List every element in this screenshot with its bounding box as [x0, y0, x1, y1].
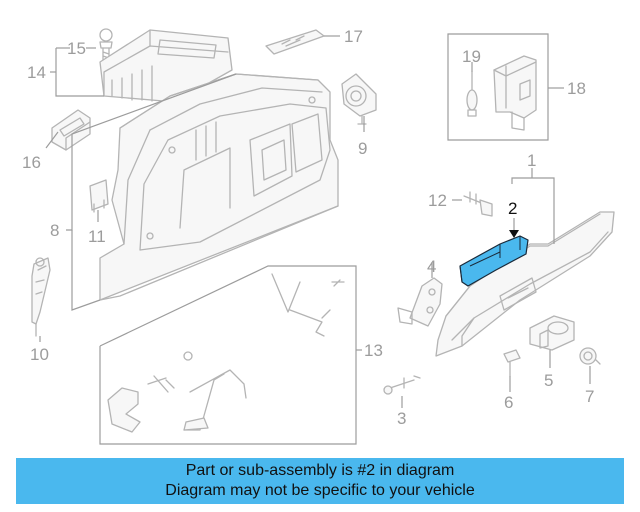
callout-5: 5 [544, 371, 553, 390]
part-info-banner: Part or sub-assembly is #2 in diagram Di… [16, 458, 624, 504]
part-13-lock-cable [107, 273, 345, 433]
part-3-pin [383, 375, 421, 395]
callout-9: 9 [358, 139, 367, 158]
callout-1: 1 [527, 151, 536, 170]
callout-18: 18 [567, 79, 586, 98]
part-12-pin [463, 191, 493, 217]
exploded-parts-diagram: 15 14 17 9 16 8 11 19 18 1 12 2 4 10 13 … [22, 27, 615, 445]
callout-7: 7 [585, 387, 594, 406]
callout-16: 16 [22, 153, 41, 172]
banner-line-disclaimer: Diagram may not be specific to your vehi… [165, 482, 475, 499]
part-17-clip-plate [265, 29, 325, 55]
part-8-glove-box-housing [99, 73, 339, 301]
part-10-damper [31, 257, 51, 337]
part-1-glove-box-door [435, 211, 615, 357]
callout-10: 10 [30, 345, 49, 364]
part-7-cap [579, 347, 601, 365]
callout-4: 4 [427, 257, 436, 276]
callout-3: 3 [397, 409, 406, 428]
part-9-lamp [341, 73, 377, 125]
callout-6: 6 [504, 393, 513, 412]
callout-2-highlighted: 2 [508, 199, 517, 218]
part-19-bulb [466, 71, 478, 117]
callout-labels: 15 14 17 9 16 8 11 19 18 1 12 2 4 10 13 … [22, 27, 594, 428]
callout-14: 14 [27, 63, 46, 82]
callout-11: 11 [88, 227, 106, 246]
part-5-lock-cylinder [529, 315, 575, 351]
part-6-bolt [503, 349, 521, 377]
banner-line-part-number: Part or sub-assembly is #2 in diagram [185, 462, 455, 479]
callout-17: 17 [344, 27, 363, 46]
callout-15: 15 [67, 39, 86, 58]
part-11-clip [89, 179, 109, 213]
part-2-latch-highlighted [459, 235, 529, 287]
callout-leaders [39, 33, 591, 445]
callout-13: 13 [364, 341, 383, 360]
part-15-screw [99, 28, 113, 61]
callout-8: 8 [50, 221, 59, 240]
part-18-socket [493, 55, 537, 131]
part-16-switch [51, 109, 91, 151]
part-4-hinge [397, 277, 443, 327]
callout-12: 12 [428, 191, 447, 210]
callout-19: 19 [462, 47, 481, 66]
